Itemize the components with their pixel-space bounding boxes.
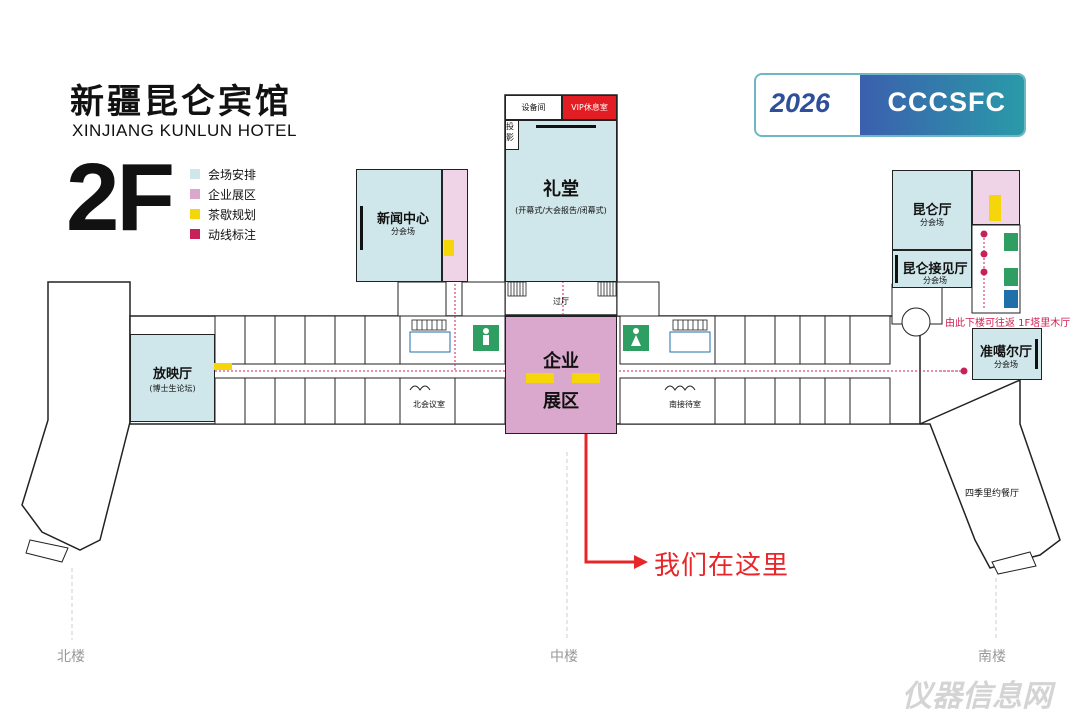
logo-banner: CCCSFC — [860, 75, 1024, 135]
stage-bar — [360, 206, 363, 250]
tea-break-area — [444, 240, 454, 256]
wing-label-north: 北楼 — [57, 649, 85, 665]
logo-text: CCCSFC — [887, 87, 1006, 117]
here-arrow-head — [634, 555, 648, 569]
press-center-sub: 分会场 — [391, 227, 415, 236]
hotel-title-cn: 新疆昆仑宾馆 — [70, 82, 292, 122]
conference-logo: 2026 CCCSFC — [754, 73, 1026, 137]
auditorium-name: 礼堂 — [543, 179, 579, 200]
cinema-hall-name: 放映厅 — [152, 367, 192, 382]
zhungeer-hall-name: 准噶尔厅 — [979, 345, 1032, 360]
projection-booth: 投影 — [506, 121, 519, 150]
legend-label: 动线标注 — [208, 227, 257, 242]
hotel-title-en: XINJIANG KUNLUN HOTEL — [72, 121, 297, 140]
auditorium[interactable]: 投影 礼堂 (开幕式/大会报告/闭幕式) — [505, 120, 617, 282]
north-wing-outline — [21, 281, 131, 551]
legend-swatch — [190, 229, 200, 239]
room-dividers — [244, 316, 851, 424]
tea-break-area — [214, 363, 232, 370]
north-meeting-label: 北会议室 — [413, 400, 445, 409]
legend-swatch — [190, 209, 200, 219]
legend-swatch — [190, 189, 200, 199]
tea-break-area — [526, 373, 554, 383]
equipment-room: 设备间 — [505, 95, 562, 120]
legend-item-break: 茶歇规划 — [190, 204, 256, 224]
south-reception-label: 南接待室 — [669, 400, 701, 409]
expo-line2: 展区 — [543, 391, 579, 412]
hall-label: 过厅 — [553, 297, 569, 306]
zhungeer-hall-sub: 分会场 — [994, 360, 1018, 369]
tea-break-area — [572, 373, 600, 383]
wing-label-south: 南楼 — [978, 649, 1006, 665]
legend-label: 企业展区 — [208, 187, 257, 202]
kunlun-hall-name: 昆仑厅 — [912, 203, 952, 218]
north-wing-entrance — [25, 539, 69, 563]
vip-lounge-label: VIP休息室 — [571, 103, 608, 112]
auditorium-sub: (开幕式/大会报告/闭幕式) — [515, 206, 607, 215]
legend-item-venue: 会场安排 — [190, 164, 256, 184]
zhungeer-hall[interactable]: 准噶尔厅 分会场 — [972, 328, 1042, 380]
cinema-hall[interactable]: 放映厅 (博士生论坛) — [130, 334, 215, 422]
stage-bar — [1035, 339, 1038, 369]
you-are-here-label: 我们在这里 — [654, 551, 790, 581]
press-center-name: 新闻中心 — [376, 212, 429, 227]
floor-label: 2F — [66, 144, 175, 251]
expo-line1: 企业 — [543, 351, 579, 372]
wing-label-middle: 中楼 — [550, 649, 578, 665]
legend-label: 会场安排 — [208, 167, 257, 182]
kunlun-hall[interactable]: 昆仑厅 分会场 — [892, 170, 972, 250]
kunlun-reception-hall[interactable]: 昆仑接见厅 分会场 — [892, 250, 972, 288]
cinema-hall-sub: (博士生论坛) — [149, 384, 196, 393]
vip-lounge[interactable]: VIP休息室 — [562, 95, 617, 120]
legend-label: 茶歇规划 — [208, 207, 257, 222]
stair-note: 由此下楼可往返 1F塔里木厅 — [945, 318, 1071, 329]
legend-item-route: 动线标注 — [190, 224, 256, 244]
map-legend: 会场安排 企业展区 茶歇规划 动线标注 — [190, 164, 256, 244]
press-center[interactable]: 新闻中心 分会场 — [356, 169, 442, 282]
kunlun-reception-sub: 分会场 — [923, 276, 947, 285]
stage-bar — [536, 125, 596, 128]
stage-bar — [895, 255, 898, 283]
legend-swatch — [190, 169, 200, 179]
tea-break-area — [989, 195, 1001, 221]
logo-year: 2026 — [770, 88, 831, 118]
legend-item-expo: 企业展区 — [190, 184, 256, 204]
south-wing-outline — [919, 378, 1061, 569]
expo-annex-south — [972, 170, 1020, 225]
restaurant-label: 四季里约餐厅 — [964, 489, 1019, 499]
kunlun-hall-sub: 分会场 — [920, 218, 944, 227]
expo-annex-north — [442, 169, 468, 282]
watermark: 仪器信息网 — [902, 679, 1052, 714]
kunlun-reception-name: 昆仑接见厅 — [902, 262, 968, 277]
equipment-room-label: 设备间 — [521, 103, 546, 112]
expo-area[interactable]: 企业 展区 — [505, 316, 617, 434]
wing-guides — [71, 452, 997, 640]
